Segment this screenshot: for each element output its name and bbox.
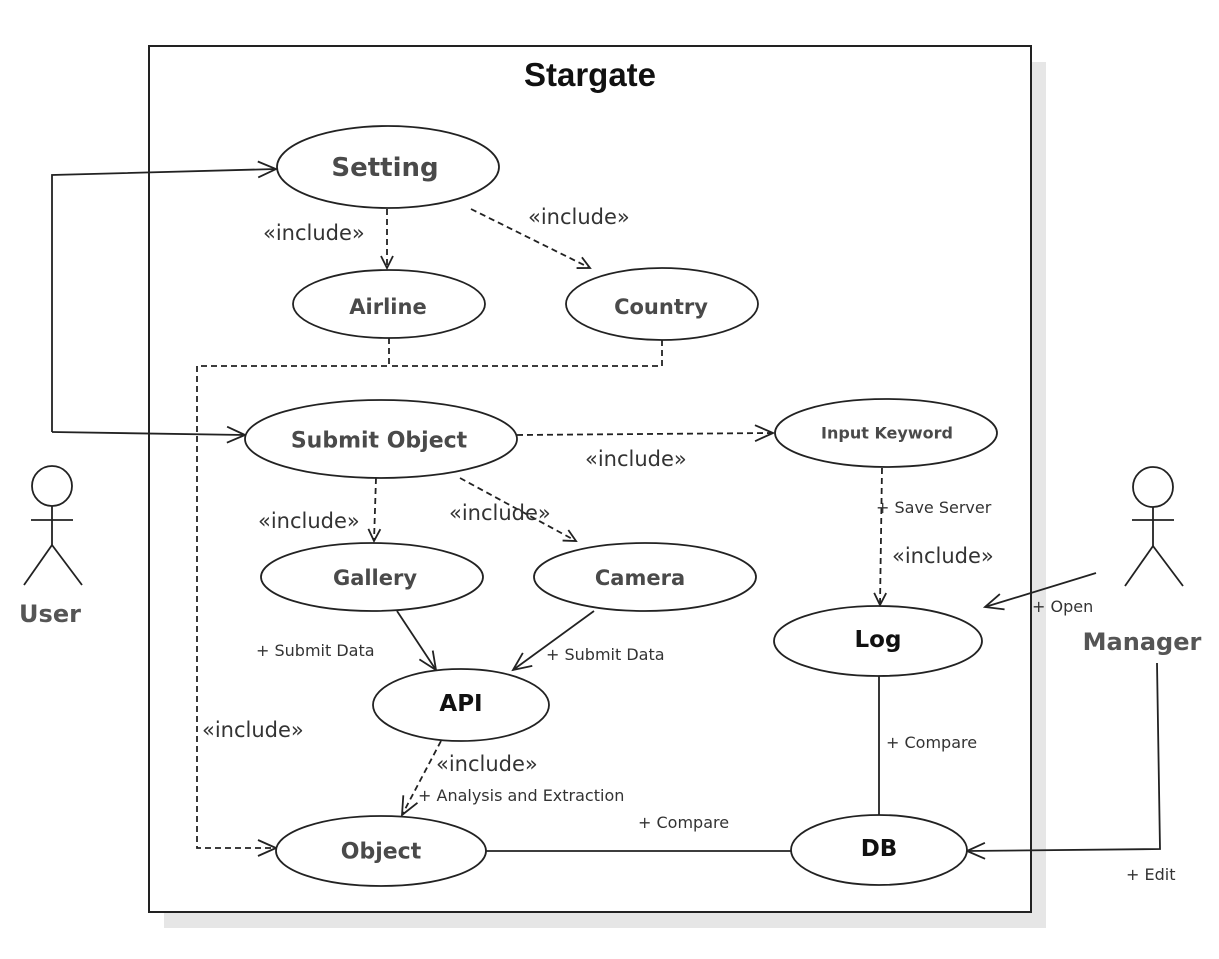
note-compare-log: + Compare — [886, 733, 977, 752]
user-label: User — [19, 600, 81, 628]
airline-object-include — [196, 338, 390, 848]
user-head-icon — [31, 465, 73, 507]
note-edit: + Edit — [1126, 865, 1175, 884]
use-case-country[interactable]: Country — [565, 267, 759, 341]
api-object-include — [402, 740, 442, 815]
use-case-camera[interactable]: Camera — [533, 542, 757, 612]
include-label-api-object: «include» — [436, 752, 538, 776]
api-label: API — [439, 691, 482, 717]
use-case-setting[interactable]: Setting — [276, 125, 500, 209]
include-label-submit-keyword: «include» — [585, 447, 687, 471]
use-case-airline[interactable]: Airline — [292, 269, 486, 339]
use-case-api[interactable]: API — [372, 668, 550, 742]
submit-object-label: Submit Object — [291, 429, 468, 454]
use-case-submit-object[interactable]: Submit Object — [244, 399, 518, 479]
submit-keyword-include — [516, 433, 773, 435]
include-label-setting-country: «include» — [528, 205, 630, 229]
camera-api-association — [513, 610, 595, 670]
gallery-label: Gallery — [333, 566, 417, 590]
note-analysis-extraction: + Analysis and Extraction — [418, 786, 624, 805]
manager-actor[interactable]: Manager — [1083, 466, 1202, 656]
airline-label: Airline — [349, 295, 426, 319]
input-keyword-label: Input Keyword — [821, 424, 953, 443]
note-save-server: + Save Server — [876, 498, 992, 517]
include-label-keyword-log: «include» — [892, 544, 994, 568]
log-label: Log — [855, 627, 902, 653]
setting-country-include — [470, 208, 590, 268]
setting-label: Setting — [331, 153, 438, 183]
country-label: Country — [614, 295, 708, 319]
object-label: Object — [341, 840, 422, 865]
include-label-submit-camera: «include» — [449, 501, 551, 525]
gallery-api-association — [396, 610, 436, 670]
use-case-object[interactable]: Object — [275, 815, 487, 887]
use-case-log[interactable]: Log — [773, 605, 983, 677]
submit-gallery-include — [374, 477, 376, 541]
use-case-gallery[interactable]: Gallery — [260, 542, 484, 612]
include-label-setting-airline: «include» — [263, 221, 365, 245]
manager-db-association — [967, 662, 1161, 851]
manager-label: Manager — [1083, 628, 1202, 656]
country-object-include — [389, 340, 663, 367]
camera-label: Camera — [595, 566, 685, 590]
use-case-db[interactable]: DB — [790, 814, 968, 886]
keyword-log-include — [880, 467, 882, 605]
user-setting-association — [51, 169, 276, 432]
submit-camera-include — [459, 477, 576, 541]
system-title: Stargate — [524, 56, 656, 93]
manager-head-icon — [1132, 466, 1174, 508]
note-compare-db: + Compare — [638, 813, 729, 832]
include-label-object: «include» — [202, 718, 304, 742]
use-case-input-keyword[interactable]: Input Keyword — [774, 398, 998, 468]
include-label-submit-gallery: «include» — [258, 509, 360, 533]
manager-log-association — [985, 572, 1097, 607]
note-open: + Open — [1032, 597, 1093, 616]
note-submit-data-camera: + Submit Data — [546, 645, 665, 664]
user-submit-association — [51, 432, 245, 435]
db-label: DB — [861, 836, 898, 862]
user-actor[interactable]: User — [19, 465, 83, 628]
note-submit-data-gallery: + Submit Data — [256, 641, 375, 660]
